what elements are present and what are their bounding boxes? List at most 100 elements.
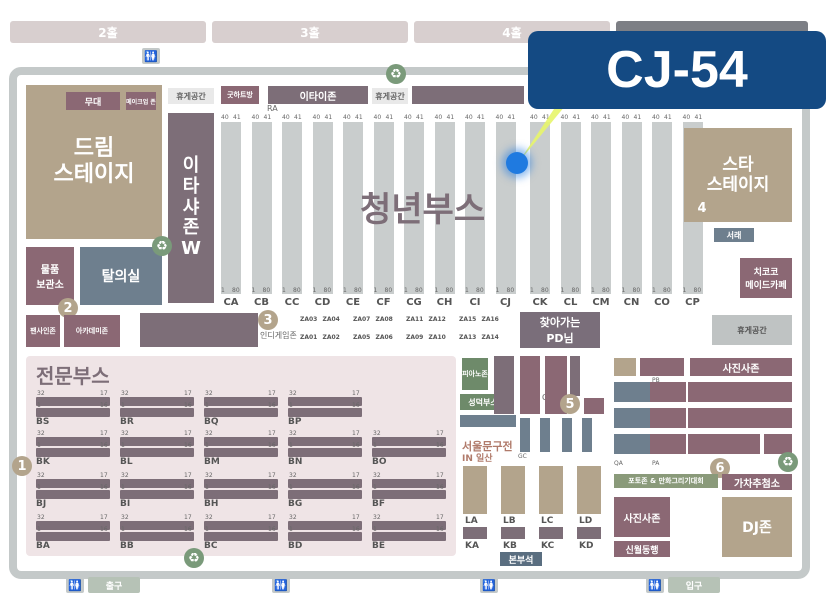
strip-number: 32 xyxy=(37,430,45,437)
booth-row-label: BD xyxy=(288,541,303,551)
booth-row-label: BB xyxy=(120,541,134,551)
rest-label: 휴게공간 xyxy=(375,91,405,101)
booth-block xyxy=(570,356,580,396)
column-number: 41 xyxy=(477,114,485,121)
pa-label: PA xyxy=(652,460,660,467)
academy-zone: 아카데미존 xyxy=(64,315,120,347)
column-number: 41 xyxy=(416,114,424,121)
strip-number: 16 xyxy=(268,442,276,449)
locker-label: 물품 xyxy=(40,265,60,276)
booth-column xyxy=(404,122,424,294)
column-number: 80 xyxy=(384,287,393,294)
column-number: 41 xyxy=(263,114,272,121)
strip-number: 16 xyxy=(268,526,276,533)
strip-number: 16 xyxy=(100,402,108,409)
strip-number: 32 xyxy=(373,514,381,521)
booth-block xyxy=(473,466,487,514)
seongdeok-label: 성덕부스 xyxy=(468,397,498,407)
ra-label: RA xyxy=(267,104,278,113)
za-booth: ZA14 xyxy=(481,334,499,341)
za-booth: ZA02 xyxy=(322,334,340,341)
booth-strip xyxy=(120,437,194,446)
rest-area-3: 휴게공간 xyxy=(712,315,792,345)
fansign-label: 팬사인존 xyxy=(30,327,56,335)
column-label: CJ xyxy=(499,297,512,308)
booth-strip xyxy=(36,479,110,488)
strip-number: 1 xyxy=(205,442,209,449)
restroom-icon: 🚻 xyxy=(66,577,84,593)
booth-strip xyxy=(36,448,110,457)
column-number: 40 xyxy=(682,114,691,121)
booth-row-label: BK xyxy=(36,457,50,467)
column-number: 40 xyxy=(251,114,260,121)
strip-number: 17 xyxy=(352,430,360,437)
column-number: 40 xyxy=(495,114,504,121)
za-booth: ZA07 xyxy=(353,316,371,323)
photo-label: 사진사존 xyxy=(722,363,760,375)
strip-number: 16 xyxy=(268,402,276,409)
ita-zone-w: 이 타 샤 존 W xyxy=(168,113,214,303)
hall-label: 3홀 xyxy=(300,25,320,40)
recycle-icon: ♻ xyxy=(386,64,406,84)
gacha-booth: 가차추첨소 xyxy=(722,474,792,490)
ka-label: KD xyxy=(579,541,594,551)
strip-number: 32 xyxy=(205,472,213,479)
column-number: 80 xyxy=(663,287,671,294)
strip-number: 32 xyxy=(373,472,381,479)
strip-number: 16 xyxy=(184,402,192,409)
booth-block xyxy=(584,398,604,414)
itai-zone: 이타이존 xyxy=(268,86,368,104)
strip-number: 17 xyxy=(352,514,360,521)
booth-block xyxy=(688,382,792,402)
photo-zone-2: 사진사존 xyxy=(614,497,670,537)
za-booth: ZA16 xyxy=(481,316,499,323)
strip-number: 32 xyxy=(289,390,297,397)
strip-number: 32 xyxy=(373,430,381,437)
column-label: CL xyxy=(563,297,578,308)
dj-label: DJ존 xyxy=(742,520,772,536)
seoul-in-ilsan: IN 일산 xyxy=(462,454,493,464)
hall-label: 4홀 xyxy=(502,25,522,40)
strip-number: 1 xyxy=(289,442,293,449)
booth-strip xyxy=(36,532,110,541)
booth-row-label: BM xyxy=(204,457,220,467)
mara-label: 서래 xyxy=(726,230,742,240)
booth-strip xyxy=(120,521,194,530)
chicoco-cafe: 치코코 메이드카페 xyxy=(740,258,792,298)
strip-number: 17 xyxy=(352,472,360,479)
strip-number: 17 xyxy=(100,514,108,521)
column-number: 40 xyxy=(312,114,321,121)
rest-label: 휴게공간 xyxy=(176,91,206,101)
la-label: LD xyxy=(579,516,593,526)
column-number: 1 xyxy=(312,287,317,294)
booth-block xyxy=(640,358,684,376)
booth-block xyxy=(614,408,650,428)
column-number: 40 xyxy=(373,114,382,121)
strip-number: 17 xyxy=(436,430,444,437)
strip-number: 32 xyxy=(289,514,297,521)
column-number: 80 xyxy=(415,287,423,294)
column-number: 40 xyxy=(221,114,229,121)
booth-strip xyxy=(120,408,194,417)
booth-row-label: BR xyxy=(120,417,134,427)
locker-label: 보관소 xyxy=(36,280,64,291)
column-number: 1 xyxy=(682,287,687,294)
booth-column xyxy=(434,122,455,294)
ita-zone-char: 타 xyxy=(182,175,200,197)
hall-label: 2홀 xyxy=(98,25,118,40)
column-number: 40 xyxy=(560,114,569,121)
dressing-label: 탈의실 xyxy=(101,269,141,285)
exit-label: 출구 xyxy=(105,581,123,592)
top-booth-row xyxy=(412,86,524,104)
area-number-1: 1 xyxy=(12,456,32,476)
mara-booth: 서래 xyxy=(714,228,754,242)
strip-number: 32 xyxy=(289,430,297,437)
booth-block xyxy=(614,382,650,402)
column-number: 41 xyxy=(294,114,302,121)
area-number-3: 3 xyxy=(258,310,278,330)
strip-number: 16 xyxy=(268,484,276,491)
za-booth: ZA08 xyxy=(375,316,393,323)
booth-strip xyxy=(288,490,362,499)
booth-strip xyxy=(36,490,110,499)
booth-strip xyxy=(372,437,446,446)
